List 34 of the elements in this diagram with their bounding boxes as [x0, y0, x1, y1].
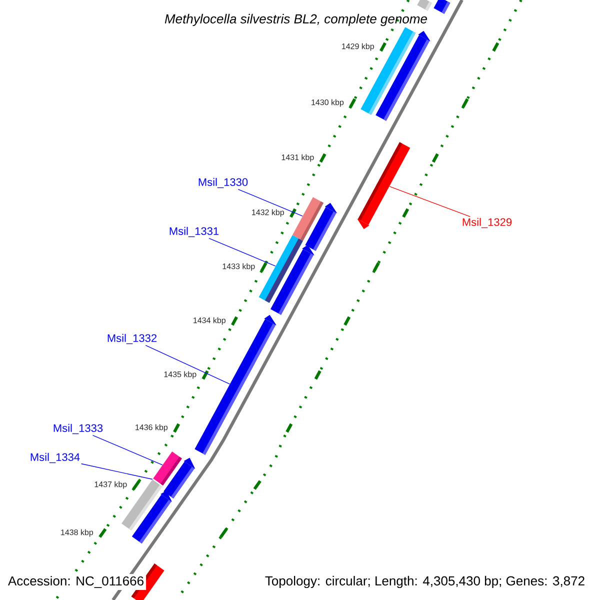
scale-label: 1434 kbp	[194, 317, 226, 325]
gene-bar	[305, 202, 338, 251]
gene-bar	[434, 0, 450, 14]
scale-label: 1438 kbp	[61, 529, 94, 537]
scale-label: 1437 kbp	[94, 481, 127, 489]
scale-label: 1433 kbp	[222, 263, 255, 271]
scale-label: 1429 kbp	[342, 43, 374, 51]
scale-label: 1435 kbp	[164, 371, 196, 379]
accession-text: Accession: NC_011666	[6, 574, 146, 590]
gene-label: Msil_1329	[462, 218, 512, 228]
gene-bar	[132, 490, 172, 544]
gene-bar	[270, 244, 314, 315]
gene-label: Msil_1330	[198, 178, 248, 188]
scale-label: 1430 kbp	[312, 99, 344, 107]
gene-label: Msil_1333	[54, 424, 103, 434]
gene-bar	[194, 314, 277, 455]
gene-label: Msil_1334	[30, 452, 80, 464]
scale-label: 1432 kbp	[252, 209, 284, 217]
leader-line	[145, 344, 230, 384]
scale-label: 1431 kbp	[282, 154, 314, 162]
leader-line	[80, 463, 153, 480]
leader-line	[92, 434, 163, 466]
gene-bar	[376, 30, 430, 121]
gene-label: Msil_1331	[170, 226, 219, 238]
genome-info-text: Topology: circular; Length: 4,305,430 bp; Genes: 3,872	[262, 574, 588, 590]
gene-bar	[357, 142, 410, 230]
leader-line	[238, 188, 303, 216]
gene-bar	[417, 0, 432, 11]
leader-line	[208, 238, 276, 266]
scale-label: 1436 kbp	[136, 424, 168, 432]
gene-bar	[164, 458, 196, 498]
title: Methylocella silvestris BL2, complete genome	[164, 14, 427, 26]
gene-label: Msil_1332	[108, 334, 156, 344]
leader-line	[389, 186, 471, 218]
